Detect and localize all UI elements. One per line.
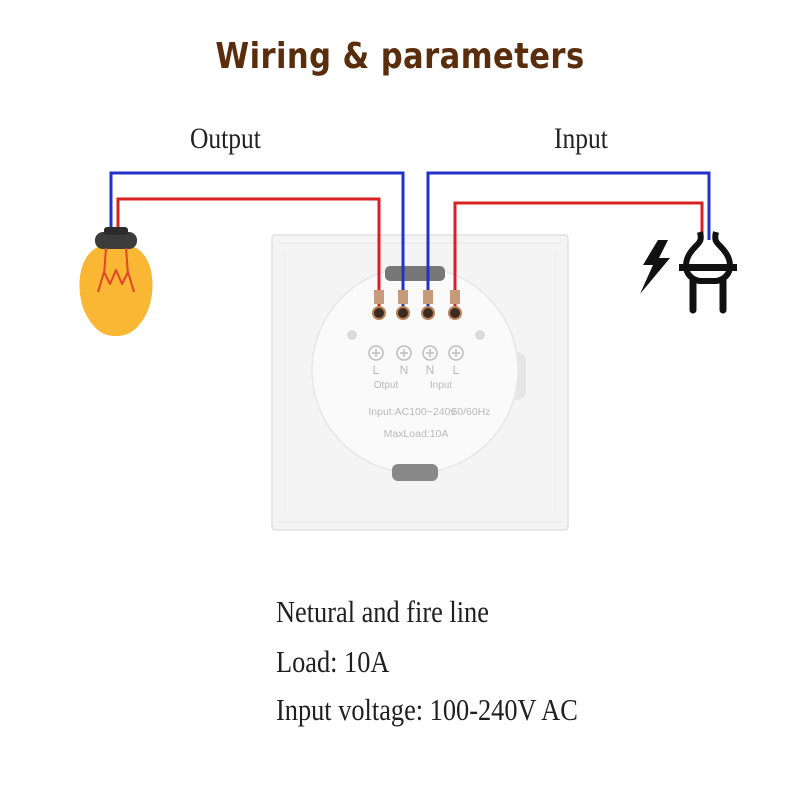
spec-neutral-fire: Netural and fire line bbox=[276, 594, 489, 629]
panel-letter-1: L bbox=[373, 363, 380, 377]
page-title: Wiring & parameters bbox=[215, 36, 585, 77]
screw-head-icon bbox=[368, 345, 384, 361]
output-live-wire bbox=[116, 197, 381, 312]
terminal-block bbox=[372, 290, 462, 320]
panel-markings: L N N L Otput Input Input:AC100~240v 50/… bbox=[368, 363, 490, 440]
wires bbox=[109, 171, 711, 312]
panel-letter-3: N bbox=[426, 363, 435, 377]
screw-head-icon bbox=[422, 345, 438, 361]
screw-cross-icon bbox=[426, 349, 434, 357]
screw-icons bbox=[368, 345, 464, 361]
terminal-pin-4 bbox=[450, 290, 460, 304]
panel-rating-load: MaxLoad:10A bbox=[384, 428, 449, 440]
terminal-screw-2 bbox=[396, 306, 410, 320]
power-plug-icon bbox=[679, 231, 737, 314]
panel-rating-input: Input:AC100~240v bbox=[368, 406, 456, 418]
screw-cross-icon bbox=[452, 349, 460, 357]
input-live-wire bbox=[453, 201, 704, 312]
terminal-pin-3 bbox=[423, 290, 433, 304]
panel-input-tag: Input bbox=[430, 380, 452, 391]
input-neutral-wire bbox=[426, 171, 711, 312]
panel-letter-4: L bbox=[453, 363, 460, 377]
lightning-bolt-icon bbox=[640, 240, 670, 294]
terminal-screw-4 bbox=[448, 306, 462, 320]
spec-input-voltage: Input voltage: 100-240V AC bbox=[276, 692, 578, 727]
panel-rating-freq: 50/60Hz bbox=[451, 406, 490, 418]
light-bulb-icon bbox=[79, 227, 153, 336]
panel-output-tag: Otput bbox=[374, 380, 399, 391]
terminal-pin-1 bbox=[374, 290, 384, 304]
input-label: Input bbox=[554, 122, 608, 155]
screw-head-icon bbox=[396, 345, 412, 361]
terminal-screw-3 bbox=[421, 306, 435, 320]
terminal-pin-2 bbox=[398, 290, 408, 304]
output-neutral-wire bbox=[109, 171, 405, 312]
screw-cross-icon bbox=[400, 349, 408, 357]
terminal-screw-1 bbox=[372, 306, 386, 320]
switch-panel bbox=[271, 234, 569, 531]
screw-head-icon bbox=[448, 345, 464, 361]
spec-load: Load: 10A bbox=[276, 644, 390, 679]
panel-letter-2: N bbox=[400, 363, 409, 377]
screw-cross-icon bbox=[372, 349, 380, 357]
output-label: Output bbox=[190, 122, 261, 155]
